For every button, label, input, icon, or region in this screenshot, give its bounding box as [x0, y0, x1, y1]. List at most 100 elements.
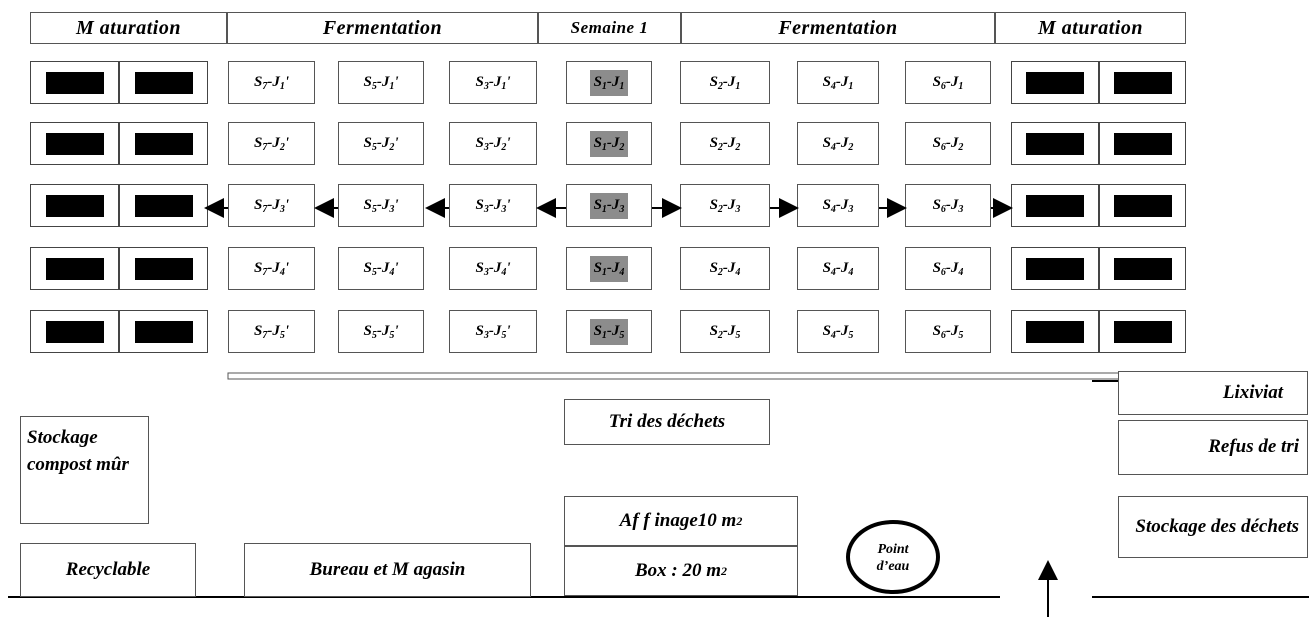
batch-cell: S5-J1' [338, 61, 424, 104]
batch-cell: S1-J3 [566, 184, 652, 227]
stockage-dechets-box: Stockage des déchets [1118, 496, 1308, 558]
maturation-left-cell [119, 247, 208, 290]
batch-label: S5-J1' [363, 73, 399, 92]
batch-cell: S1-J2 [566, 122, 652, 165]
maturation-left-cell [30, 122, 119, 165]
maturation-block [45, 321, 104, 343]
leachate-channel [227, 372, 1134, 380]
batch-cell: S5-J3' [338, 184, 424, 227]
batch-cell: S1-J4 [566, 247, 652, 290]
maturation-block [134, 72, 193, 94]
batch-cell: S7-J3' [228, 184, 315, 227]
batch-cell: S1-J5 [566, 310, 652, 353]
batch-cell: S2-J1 [680, 61, 770, 104]
maturation-left-cell [119, 122, 208, 165]
batch-cell: S3-J3' [449, 184, 537, 227]
maturation-block [1113, 258, 1172, 280]
point-eau-label: Point d’eau [848, 535, 938, 581]
lixiviat-box: Lixiviat [1118, 371, 1308, 415]
maturation-left-cell [119, 310, 208, 353]
batch-cell: S7-J5' [228, 310, 315, 353]
maturation-block [1113, 195, 1172, 217]
batch-label: S2-J3 [709, 196, 741, 215]
maturation-right-cell [1099, 310, 1186, 353]
maturation-block [1026, 321, 1084, 343]
maturation-block [134, 195, 193, 217]
maturation-right-cell [1099, 122, 1186, 165]
batch-cell: S6-J4 [905, 247, 991, 290]
batch-cell: S4-J3 [797, 184, 879, 227]
maturation-block [134, 321, 193, 343]
batch-cell: S3-J5' [449, 310, 537, 353]
maturation-left-cell [30, 247, 119, 290]
maturation-left-cell [119, 61, 208, 104]
maturation-block [45, 258, 104, 280]
batch-label: S7-J3' [253, 196, 289, 215]
maturation-block [134, 258, 193, 280]
batch-cell: S3-J4' [449, 247, 537, 290]
batch-label: S6-J1 [932, 73, 964, 92]
point-eau-circle [846, 520, 940, 594]
maturation-right-cell [1011, 310, 1099, 353]
batch-label: S1-J5 [589, 318, 629, 345]
batch-cell: S2-J3 [680, 184, 770, 227]
maturation-block [1113, 321, 1172, 343]
maturation-block [1026, 195, 1084, 217]
batch-cell: S6-J5 [905, 310, 991, 353]
maturation-left-cell [30, 184, 119, 227]
maturation-right-cell [1011, 61, 1099, 104]
batch-cell: S2-J5 [680, 310, 770, 353]
batch-label: S6-J3 [932, 196, 964, 215]
batch-label: S7-J5' [253, 322, 289, 341]
batch-label: S1-J3 [589, 192, 629, 219]
header-fermentation-left: Fermentation [227, 12, 538, 44]
batch-label: S4-J5 [822, 322, 854, 341]
batch-label: S4-J1 [822, 73, 854, 92]
batch-label: S5-J5' [363, 322, 399, 341]
maturation-right-cell [1011, 184, 1099, 227]
stockage-compost-label: Stockage compost mûr [27, 427, 129, 475]
batch-cell: S3-J1' [449, 61, 537, 104]
maturation-block [1113, 72, 1172, 94]
maturation-block [45, 195, 104, 217]
maturation-block [1113, 133, 1172, 155]
maturation-block [1026, 258, 1084, 280]
batch-label: S2-J5 [709, 322, 741, 341]
batch-label: S4-J2 [822, 134, 854, 153]
batch-label: S4-J3 [822, 196, 854, 215]
batch-label: S2-J1 [709, 73, 741, 92]
batch-label: S3-J1' [475, 73, 511, 92]
batch-cell: S4-J1 [797, 61, 879, 104]
maturation-left-cell [30, 310, 119, 353]
batch-cell: S4-J2 [797, 122, 879, 165]
batch-label: S7-J2' [253, 134, 289, 153]
stockage-dechets-label: Stockage des déchets [1135, 515, 1299, 537]
bureau-magasin-box: Bureau et M agasin [244, 543, 531, 597]
point-eau-line1: Point [877, 541, 909, 557]
batch-label: S2-J2 [709, 134, 741, 153]
batch-cell: S4-J4 [797, 247, 879, 290]
affinage-sup: 2 [736, 513, 743, 528]
maturation-block [1026, 133, 1084, 155]
maturation-block [1026, 72, 1084, 94]
maturation-left-cell [30, 61, 119, 104]
maturation-block [134, 133, 193, 155]
box-label: Box : 20 m [634, 559, 722, 581]
maturation-right-cell [1099, 247, 1186, 290]
header-maturation-right: M aturation [995, 12, 1186, 44]
batch-label: S6-J5 [932, 322, 964, 341]
maturation-block [45, 72, 104, 94]
batch-label: S6-J2 [932, 134, 964, 153]
batch-label: S3-J2' [475, 134, 511, 153]
stockage-compost-box: Stockage compost mûr [20, 416, 149, 524]
batch-cell: S1-J1 [566, 61, 652, 104]
maturation-right-cell [1011, 122, 1099, 165]
batch-label: S5-J4' [363, 259, 399, 278]
batch-cell: S6-J3 [905, 184, 991, 227]
batch-label: S5-J2' [363, 134, 399, 153]
maturation-left-cell [119, 184, 208, 227]
batch-cell: S7-J1' [228, 61, 315, 104]
